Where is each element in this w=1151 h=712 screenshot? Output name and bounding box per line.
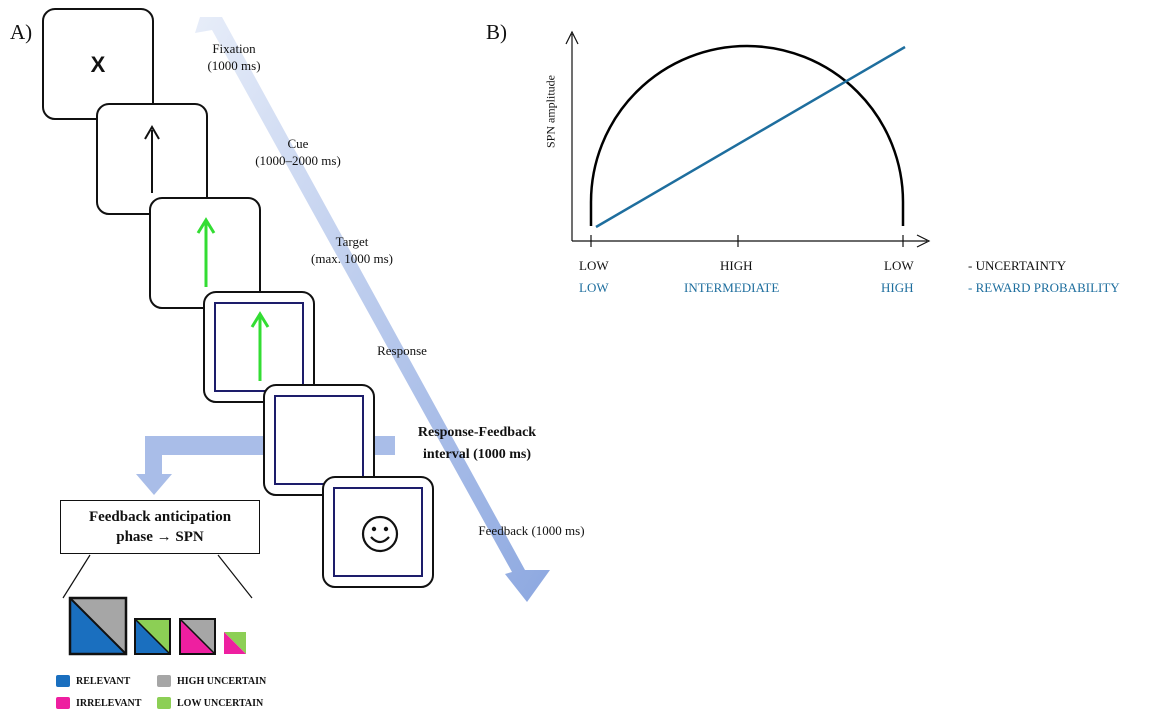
reward-probability-line <box>595 45 906 229</box>
cue-label: Cue (1000–2000 ms) <box>255 136 341 168</box>
y-axis-arrowhead <box>565 30 579 45</box>
tick-reward-intermediate: INTERMEDIATE <box>684 280 780 295</box>
tick-uncertainty-low-left: LOW <box>579 258 609 273</box>
rfi-label: Response-Feedback interval (1000 ms) <box>417 425 537 462</box>
tick-reward-high: HIGH <box>881 280 914 295</box>
feedback-label: Feedback (1000 ms) <box>478 523 585 538</box>
target-screen <box>149 197 261 309</box>
condition-squares <box>68 596 246 656</box>
smiley-icon <box>361 515 399 553</box>
legend-label-relevant: RELEVANT <box>76 676 131 687</box>
rfi-screen <box>263 384 375 496</box>
square-relevant-high <box>68 596 128 656</box>
response-arrow-icon <box>250 311 270 381</box>
square-irrelevant-low <box>224 632 246 654</box>
legend-label-high-uncertain: HIGH UNCERTAIN <box>177 676 267 687</box>
uncertainty-row-label: - UNCERTAINTY <box>968 258 1067 273</box>
square-irrelevant-high <box>179 618 216 655</box>
diagonal-timeline-arrow <box>195 17 550 602</box>
cue-screen <box>96 103 208 215</box>
y-axis-label: SPN amplitude <box>543 75 558 149</box>
legend-label-irrelevant: IRRELEVANT <box>76 698 142 709</box>
fixation-label: Fixation (1000 ms) <box>207 41 261 73</box>
rfi-frame <box>274 395 364 485</box>
reward-row-label: - REWARD PROBABILITY <box>968 280 1120 295</box>
legend-swatch-low-uncertain <box>157 697 171 709</box>
legend-swatch-irrelevant <box>56 697 70 709</box>
x-axis-arrowhead <box>916 234 931 248</box>
feedback-screen <box>322 476 434 588</box>
feedback-frame <box>333 487 423 577</box>
legend-label-low-uncertain: LOW UNCERTAIN <box>177 698 264 709</box>
tick-uncertainty-low-right: LOW <box>884 258 914 273</box>
panel-a-letter: A) <box>10 20 33 44</box>
fixation-cross: X <box>90 52 106 77</box>
tick-uncertainty-high: HIGH <box>720 258 753 273</box>
response-label: Response <box>377 343 427 358</box>
target-arrow-icon <box>196 217 216 287</box>
target-label: Target (max. 1000 ms) <box>311 234 393 266</box>
anticipation-box: Feedback anticipation phase → SPN <box>60 500 260 554</box>
square-relevant-low <box>134 618 171 655</box>
response-frame <box>214 302 304 392</box>
bent-arrow-head <box>136 474 172 495</box>
panel-b-letter: B) <box>486 20 507 44</box>
legend-swatch-high-uncertain <box>157 675 171 687</box>
tick-reward-low: LOW <box>579 280 609 295</box>
legend-swatch-relevant <box>56 675 70 687</box>
uncertainty-curve <box>589 44 905 226</box>
cue-arrow-icon <box>144 125 160 193</box>
